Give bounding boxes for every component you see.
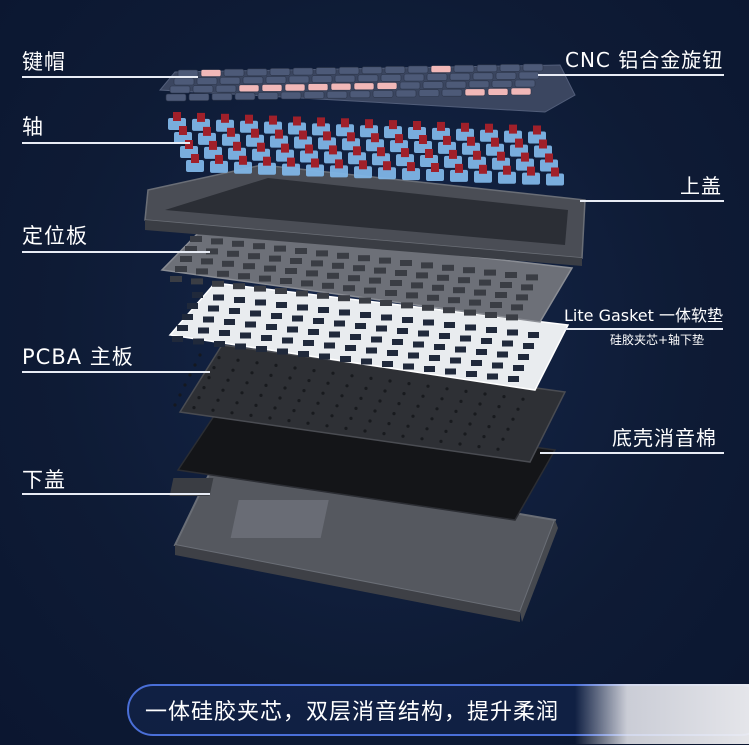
leader-pcba [22, 371, 210, 373]
leader-keycaps [22, 76, 198, 78]
bottom-case-layer [169, 460, 558, 622]
gasket-layer [168, 282, 570, 391]
leader-top-case [580, 200, 724, 202]
label-foam: 底壳消音棉 [612, 426, 717, 450]
label-bottom-case: 下盖 [22, 468, 66, 492]
keycaps-layer [158, 63, 576, 113]
label-pcba: PCBA 主板 [22, 345, 134, 369]
label-cnc-knob: CNC 铝合金旋钮 [565, 48, 724, 72]
leader-switches [22, 142, 190, 144]
label-gasket-title: Lite Gasket 一体软垫 [564, 306, 724, 325]
label-top-case: 上盖 [680, 174, 722, 198]
label-gasket-sub: 硅胶夹芯+轴下垫 [610, 333, 705, 347]
pcba-layer [173, 344, 567, 463]
label-keycaps: 键帽 [22, 50, 66, 74]
leader-gasket [565, 328, 723, 330]
plate-layer [160, 225, 574, 323]
leader-foam [540, 452, 724, 454]
label-switches: 轴 [22, 115, 44, 139]
leader-bottom-case [22, 493, 210, 495]
label-plate: 定位板 [22, 224, 88, 248]
caption-text: 一体硅胶夹芯，双层消音结构，提升柔润 [145, 700, 560, 725]
switches-layer [168, 112, 564, 186]
top-case-layer [144, 164, 586, 266]
watermark-overlay [575, 684, 749, 744]
leader-cnc-knob [538, 74, 724, 76]
leader-plate [22, 251, 210, 253]
